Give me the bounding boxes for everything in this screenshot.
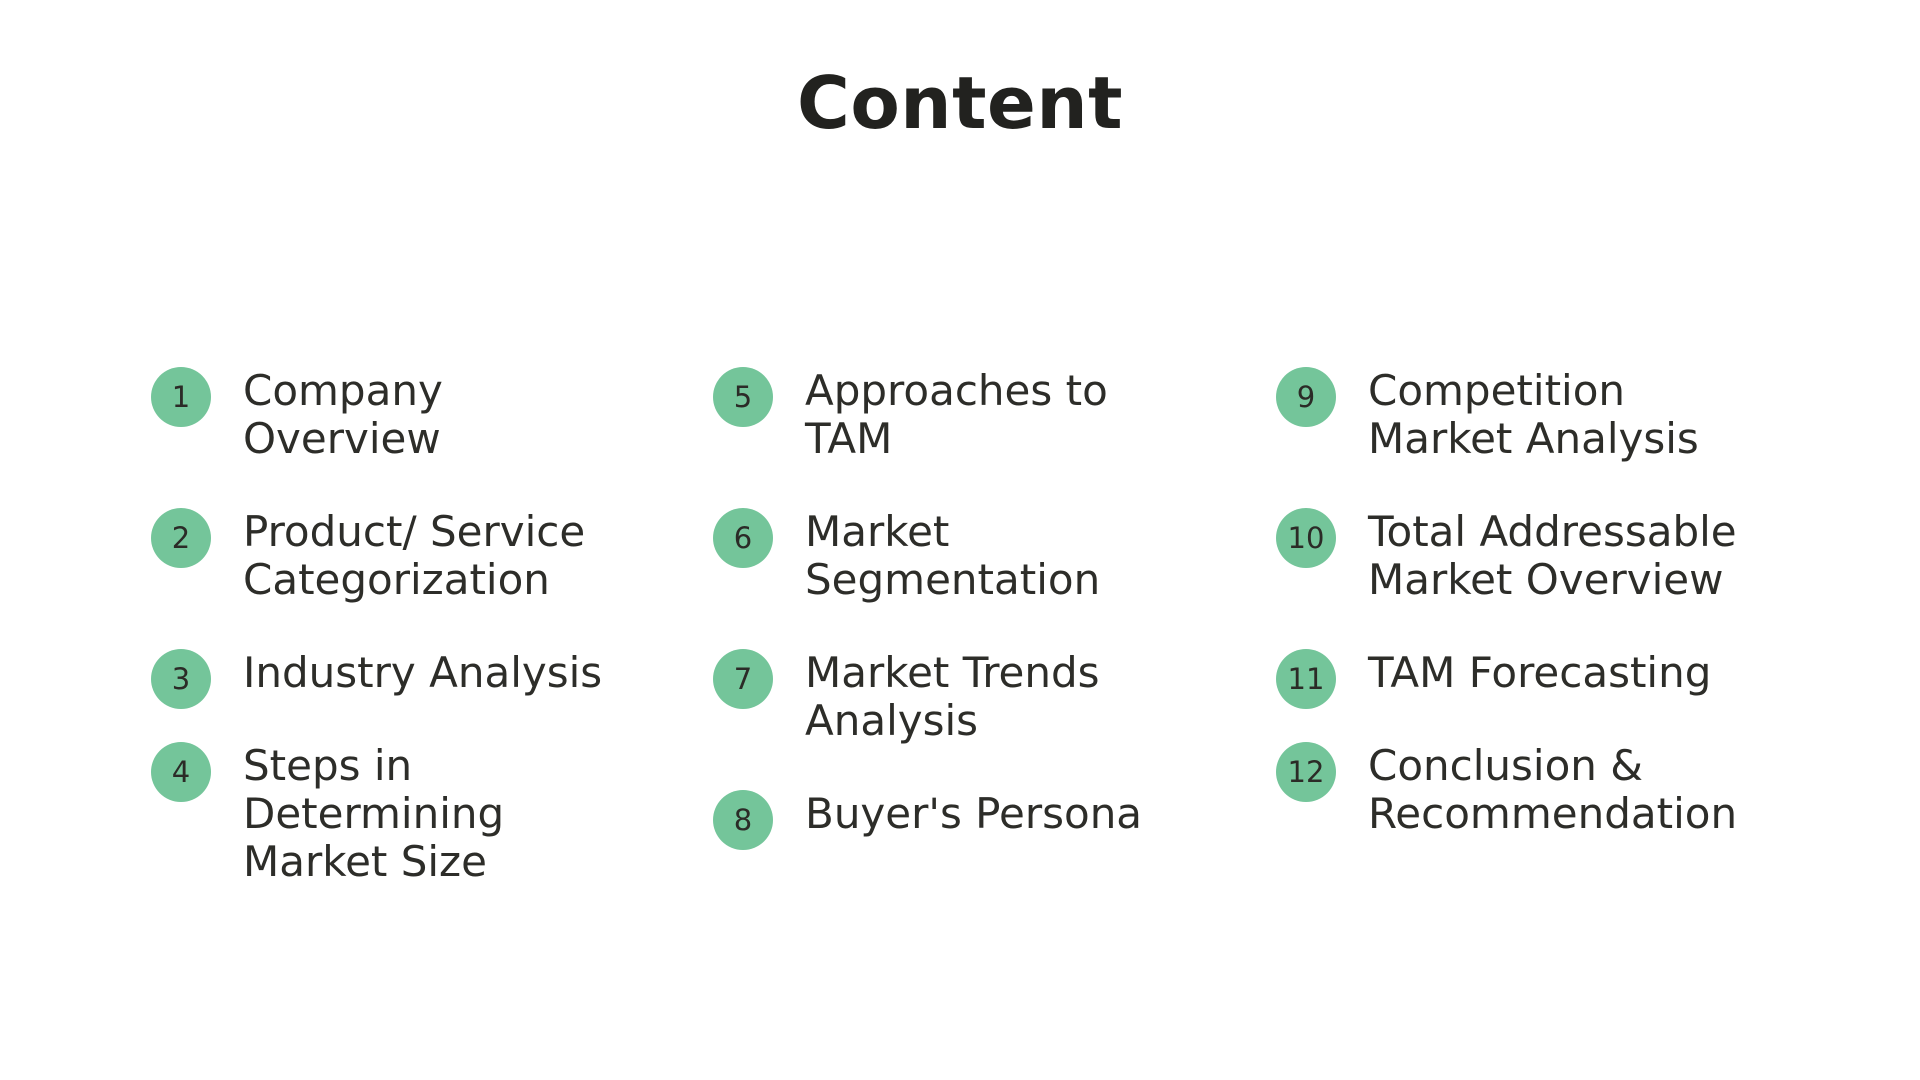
item-label: TAM Forecasting (1368, 648, 1712, 697)
item-label: Market Segmentation (805, 507, 1101, 604)
content-item: 4 Steps in Determining Market Size (151, 742, 602, 886)
item-label: Conclusion & Recommendation (1368, 741, 1738, 838)
content-item: 8 Buyer's Persona (713, 789, 1143, 850)
item-label: Competition Market Analysis (1368, 366, 1699, 463)
number-badge: 10 (1276, 508, 1336, 568)
number-badge: 9 (1276, 367, 1336, 427)
number-badge: 3 (151, 649, 211, 709)
item-label: Company Overview (243, 366, 443, 463)
number-badge: 12 (1276, 742, 1336, 802)
content-item: 10 Total Addressable Market Overview (1276, 508, 1737, 604)
content-item: 7 Market Trends Analysis (713, 649, 1142, 745)
content-column-1: 1 Company Overview 2 Product/ Service Ca… (151, 360, 602, 931)
number-badge: 6 (713, 508, 773, 568)
item-label: Buyer's Persona (805, 789, 1143, 838)
content-column-3: 9 Competition Market Analysis 10 Total A… (1276, 360, 1737, 883)
content-item: 9 Competition Market Analysis (1276, 367, 1737, 463)
content-item: 3 Industry Analysis (151, 648, 603, 709)
item-label: Industry Analysis (243, 648, 603, 697)
content-item: 11 TAM Forecasting (1276, 648, 1737, 709)
content-item: 1 Company Overview (151, 367, 602, 463)
item-label: Product/ Service Categorization (243, 507, 586, 604)
number-badge: 11 (1276, 649, 1336, 709)
content-item: 5 Approaches to TAM (713, 367, 1142, 463)
content-item: 6 Market Segmentation (713, 508, 1142, 604)
number-badge: 7 (713, 649, 773, 709)
page-title: Content (797, 61, 1123, 145)
item-label: Market Trends Analysis (805, 648, 1100, 745)
number-badge: 8 (713, 790, 773, 850)
number-badge: 1 (151, 367, 211, 427)
number-badge: 4 (151, 742, 211, 802)
content-item: 2 Product/ Service Categorization (151, 508, 602, 604)
content-item: 12 Conclusion & Recommendation (1276, 742, 1737, 838)
number-badge: 2 (151, 508, 211, 568)
item-label: Total Addressable Market Overview (1368, 507, 1737, 604)
number-badge: 5 (713, 367, 773, 427)
item-label: Steps in Determining Market Size (243, 741, 505, 886)
item-label: Approaches to TAM (805, 366, 1108, 463)
content-column-2: 5 Approaches to TAM 6 Market Segmentatio… (713, 360, 1142, 883)
